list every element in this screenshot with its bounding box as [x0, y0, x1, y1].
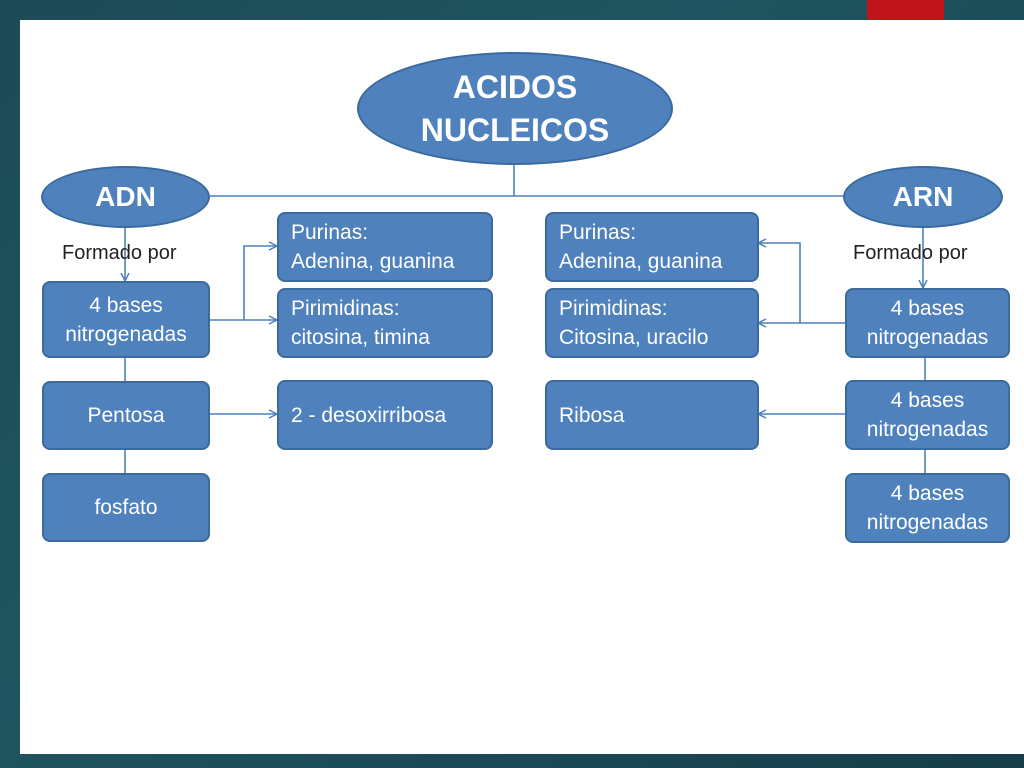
arn-bases-box: 4 bases nitrogenadas — [845, 288, 1010, 358]
adn-label: ADN — [95, 181, 156, 212]
adn-pirimidinas-box: Pirimidinas: citosina, timina — [277, 288, 493, 358]
arn-label: ARN — [892, 181, 954, 212]
arn-formed-by-label: Formado por — [853, 242, 968, 264]
arn-pirimidinas-line2: Citosina, uracilo — [559, 326, 709, 349]
adn-pentosa-text: Pentosa — [87, 404, 165, 427]
arn-bases3-box: 4 bases nitrogenadas — [845, 473, 1010, 543]
arn-azucar-box: Ribosa — [545, 380, 759, 450]
arn-pirimidinas-box: Pirimidinas: Citosina, uracilo — [545, 288, 759, 358]
adn-purinas-box: Purinas: Adenina, guanina — [277, 212, 493, 282]
arn-bases-line1: 4 bases — [890, 297, 965, 320]
title-line1: ACIDOS — [452, 68, 578, 105]
title-line2: NUCLEICOS — [420, 111, 610, 148]
adn-purinas-line2: Adenina, guanina — [291, 250, 455, 273]
arn-purinas-line2: Adenina, guanina — [559, 250, 723, 273]
arn-pirimidinas-line1: Pirimidinas: — [559, 297, 668, 320]
adn-bases-box: 4 bases nitrogenadas — [42, 281, 210, 358]
adn-bases-line1: 4 bases — [89, 293, 163, 317]
arn-purinas-line1: Purinas: — [559, 221, 637, 244]
accent-bar — [867, 0, 944, 20]
adn-formed-by-label: Formado por — [62, 242, 177, 264]
adn-ellipse: ADN — [41, 166, 210, 228]
title-ellipse: ACIDOS NUCLEICOS — [357, 52, 673, 165]
arn-ellipse: ARN — [843, 166, 1003, 228]
adn-purinas-line1: Purinas: — [291, 221, 369, 244]
arn-bases2-line1: 4 bases — [890, 389, 965, 412]
arn-bases-line2: nitrogenadas — [866, 326, 989, 349]
adn-azucar-text: 2 - desoxirribosa — [291, 403, 447, 427]
arn-bases2-line2: nitrogenadas — [866, 418, 989, 441]
arn-azucar-text: Ribosa — [559, 403, 625, 427]
adn-azucar-box: 2 - desoxirribosa — [277, 380, 493, 450]
arn-bases3-line2: nitrogenadas — [866, 511, 989, 534]
adn-fosfato-box: fosfato — [42, 473, 210, 542]
adn-pirimidinas-line2: citosina, timina — [291, 326, 430, 349]
arn-purinas-box: Purinas: Adenina, guanina — [545, 212, 759, 282]
adn-fosfato-text: fosfato — [94, 496, 158, 519]
adn-bases-line2: nitrogenadas — [65, 322, 187, 346]
arn-bases3-line1: 4 bases — [890, 482, 965, 505]
adn-pentosa-box: Pentosa — [42, 381, 210, 450]
arn-bases2-box: 4 bases nitrogenadas — [845, 380, 1010, 450]
adn-pirimidinas-line1: Pirimidinas: — [291, 297, 400, 320]
